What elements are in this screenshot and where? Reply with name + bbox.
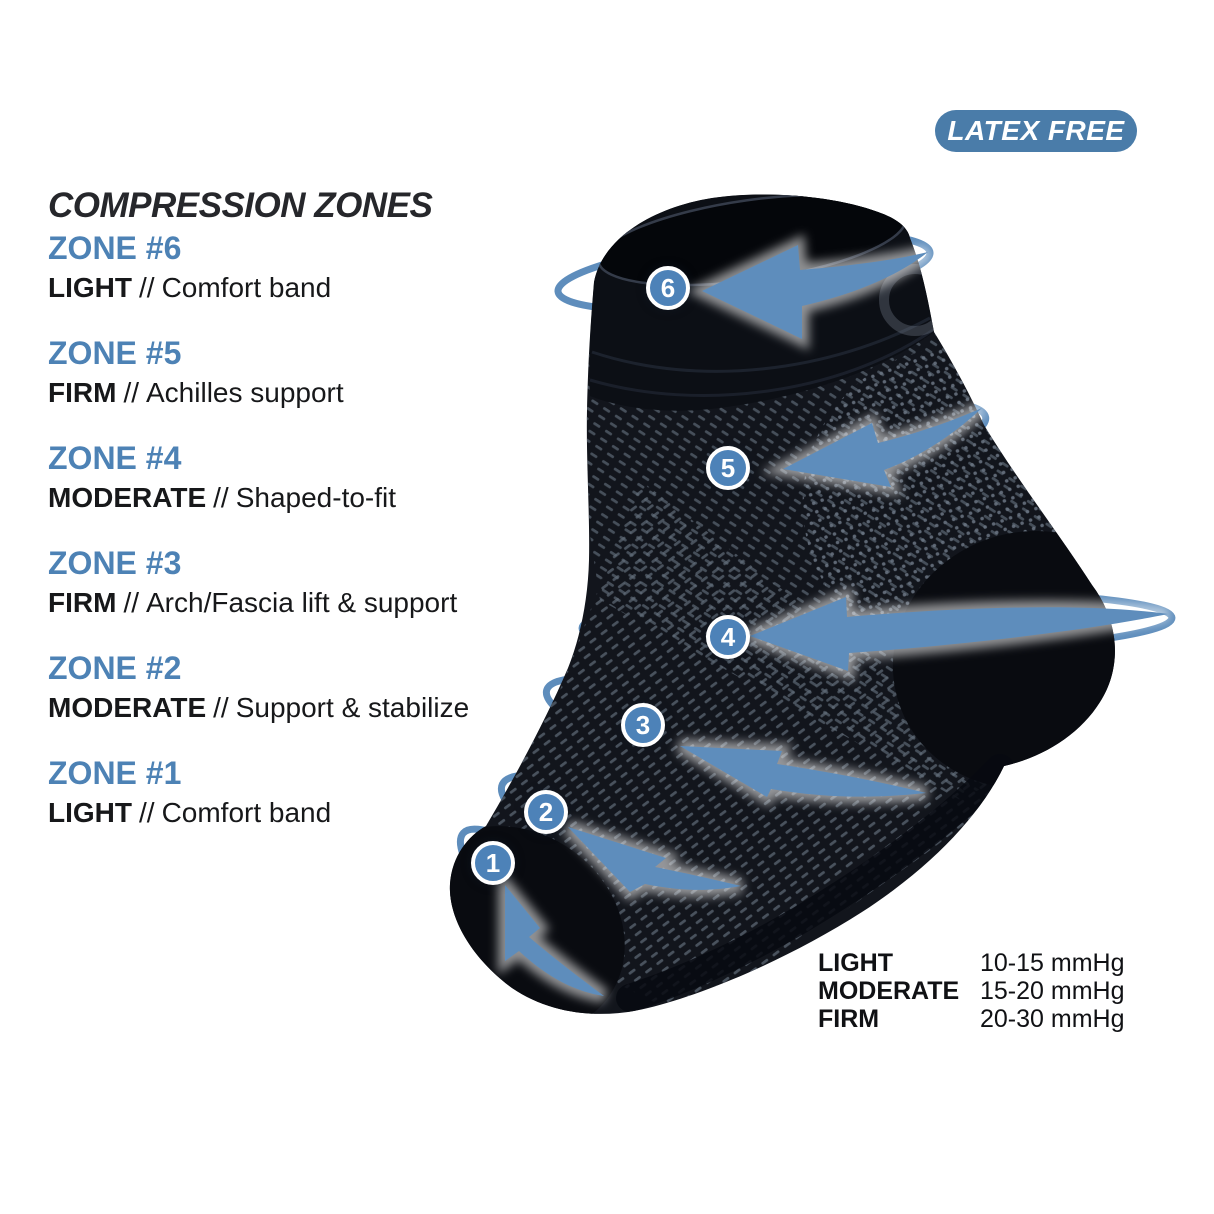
zone-level: FIRM — [48, 587, 117, 618]
zone-marker-3: 3 — [621, 703, 665, 747]
zone-item-2: ZONE #2 MODERATE//Support & stabilize — [48, 648, 568, 727]
zone-marker-2: 2 — [524, 790, 568, 834]
zone-description: FIRM//Arch/Fascia lift & support — [48, 583, 568, 622]
zone-separator: // — [139, 272, 155, 303]
zone-level: LIGHT — [48, 272, 132, 303]
zone-desc-text: Support & stabilize — [235, 692, 470, 723]
arrow-zone3 — [680, 746, 926, 797]
legend-row-light: LIGHT 10-15 mmHg — [818, 949, 1125, 977]
zone-name: ZONE #5 — [48, 335, 182, 371]
zone-item-5: ZONE #5 FIRM//Achilles support — [48, 333, 568, 412]
zone-name: ZONE #3 — [48, 545, 182, 581]
zone-desc-text: Achilles support — [146, 377, 344, 408]
zone-level: MODERATE — [48, 482, 207, 513]
legend-range: 20-30 mmHg — [980, 1005, 1125, 1033]
zone-description: MODERATE//Support & stabilize — [48, 688, 568, 727]
arrow-zone5 — [783, 408, 982, 487]
arrow-zone1 — [505, 885, 604, 996]
arrow-zone2 — [568, 827, 741, 892]
pressure-legend: LIGHT 10-15 mmHg MODERATE 15-20 mmHg FIR… — [818, 949, 1125, 1033]
zone-marker-5: 5 — [706, 446, 750, 490]
legend-level: MODERATE — [818, 977, 960, 1005]
zone-description: LIGHT//Comfort band — [48, 793, 568, 832]
zone-name: ZONE #4 — [48, 440, 182, 476]
legend-row-moderate: MODERATE 15-20 mmHg — [818, 977, 1125, 1005]
zone-level: MODERATE — [48, 692, 207, 723]
legend-level: FIRM — [818, 1005, 880, 1033]
zone-marker-6: 6 — [646, 266, 690, 310]
zone-marker-1: 1 — [471, 841, 515, 885]
page-title: COMPRESSION ZONES — [48, 186, 433, 225]
cuff-rib-line — [589, 328, 934, 397]
zone-item-4: ZONE #4 MODERATE//Shaped-to-fit — [48, 438, 568, 517]
zone-item-6: ZONE #6 LIGHT//Comfort band — [48, 228, 568, 307]
zone-desc-text: Comfort band — [161, 797, 332, 828]
zone-desc-text: Shaped-to-fit — [235, 482, 397, 513]
zone-item-1: ZONE #1 LIGHT//Comfort band — [48, 753, 568, 832]
zone-name: ZONE #6 — [48, 230, 182, 266]
latex-free-badge: LATEX FREE — [935, 110, 1137, 152]
cuff-rib-line — [591, 316, 931, 373]
compression-arrows — [498, 234, 1170, 1003]
zone-item-3: ZONE #3 FIRM//Arch/Fascia lift & support — [48, 543, 568, 622]
zone-desc-text: Arch/Fascia lift & support — [146, 587, 458, 618]
arrow-zone6 — [702, 245, 928, 339]
zone-level: FIRM — [48, 377, 117, 408]
zone-list: ZONE #6 LIGHT//Comfort band ZONE #5 FIRM… — [48, 228, 568, 858]
zone-description: LIGHT//Comfort band — [48, 268, 568, 307]
zone-separator: // — [139, 797, 155, 828]
zone-description: MODERATE//Shaped-to-fit — [48, 478, 568, 517]
zone-desc-text: Comfort band — [161, 272, 332, 303]
zone-separator: // — [213, 692, 229, 723]
sole-shadow — [616, 754, 1014, 1012]
zone-level: LIGHT — [48, 797, 132, 828]
zone-name: ZONE #1 — [48, 755, 182, 791]
zone-description: FIRM//Achilles support — [48, 373, 568, 412]
legend-level: LIGHT — [818, 949, 893, 977]
zone-separator: // — [123, 587, 139, 618]
zone-separator: // — [213, 482, 229, 513]
zone-name: ZONE #2 — [48, 650, 182, 686]
zone-marker-4: 4 — [706, 615, 750, 659]
legend-range: 10-15 mmHg — [980, 949, 1125, 977]
arrow-zone4 — [750, 597, 1168, 671]
legend-range: 15-20 mmHg — [980, 977, 1125, 1005]
legend-row-firm: FIRM 20-30 mmHg — [818, 1005, 1125, 1033]
zone-separator: // — [123, 377, 139, 408]
